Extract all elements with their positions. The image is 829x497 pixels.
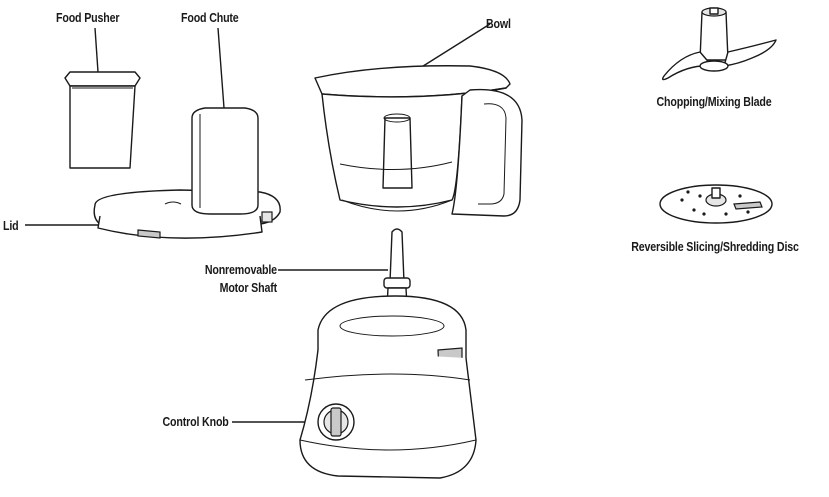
label-bowl: Bowl — [486, 16, 511, 31]
chopping-blade — [661, 7, 777, 81]
label-motor-shaft-line2: Motor Shaft — [219, 280, 278, 295]
food-pusher — [64, 71, 141, 169]
bowl — [314, 65, 523, 217]
label-lid: Lid — [3, 218, 19, 233]
slicing-disc — [659, 184, 773, 224]
motor-base — [299, 295, 477, 479]
leader-lines — [25, 23, 491, 423]
leader-bowl — [419, 23, 491, 69]
label-chopping-blade: Chopping/Mixing Blade — [656, 94, 772, 109]
leader-food-chute — [217, 27, 225, 109]
label-slicing-disc: Reversible Slicing/Shredding Disc — [631, 239, 799, 254]
leader-food-pusher — [94, 27, 99, 73]
label-motor-shaft-line1: Nonremovable — [204, 262, 277, 277]
label-food-pusher: Food Pusher — [56, 10, 120, 25]
food-chute — [191, 107, 259, 215]
label-food-chute: Food Chute — [181, 10, 239, 25]
label-control-knob: Control Knob — [162, 414, 229, 429]
